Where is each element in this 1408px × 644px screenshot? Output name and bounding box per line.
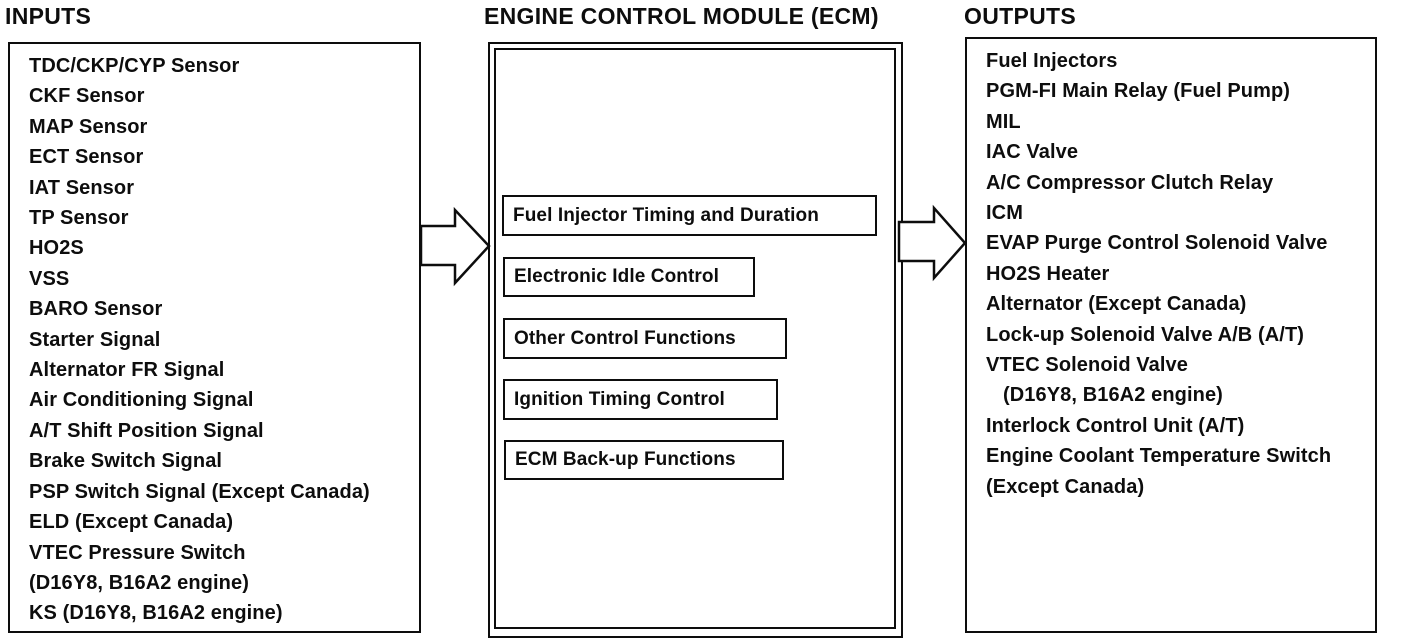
- list-item: VSS: [29, 267, 70, 290]
- list-item: HO2S Heater: [986, 262, 1110, 285]
- ecm-title: ENGINE CONTROL MODULE (ECM): [484, 3, 879, 29]
- list-item: A/T Shift Position Signal: [29, 419, 264, 442]
- list-item: MIL: [986, 110, 1021, 133]
- list-item: TP Sensor: [29, 207, 129, 230]
- list-item: ICM: [986, 202, 1023, 225]
- function-label: Other Control Functions: [514, 327, 736, 349]
- list-item: CKF Sensor: [29, 85, 145, 108]
- list-item: HO2S: [29, 237, 84, 260]
- list-item: ELD (Except Canada): [29, 511, 234, 534]
- list-item: ECT Sensor: [29, 146, 144, 169]
- list-item: VTEC Solenoid Valve: [986, 354, 1188, 377]
- list-item: Interlock Control Unit (A/T): [986, 414, 1245, 437]
- list-item: Lock-up Solenoid Valve A/B (A/T): [986, 323, 1305, 346]
- list-item: PSP Switch Signal (Except Canada): [29, 480, 370, 503]
- list-item: BARO Sensor: [29, 298, 163, 321]
- list-item: Engine Coolant Temperature Switch: [986, 445, 1332, 468]
- list-item: (Except Canada): [986, 475, 1145, 498]
- function-label: ECM Back-up Functions: [515, 449, 736, 470]
- inputs-title: INPUTS: [5, 3, 92, 29]
- list-item: Air Conditioning Signal: [29, 389, 254, 412]
- list-item: Starter Signal: [29, 328, 161, 351]
- list-item: Alternator (Except Canada): [986, 293, 1247, 316]
- list-item: IAC Valve: [986, 141, 1079, 164]
- function-label: Electronic Idle Control: [514, 266, 719, 287]
- list-item: A/C Compressor Clutch Relay: [986, 171, 1274, 194]
- list-item: VTEC Pressure Switch: [29, 541, 246, 564]
- function-label: Fuel Injector Timing and Duration: [513, 204, 819, 226]
- list-item: MAP Sensor: [29, 115, 148, 138]
- list-item: PGM-FI Main Relay (Fuel Pump): [986, 80, 1291, 103]
- list-item: Fuel Injectors: [986, 50, 1118, 72]
- list-item: (D16Y8, B16A2 engine): [29, 571, 249, 594]
- list-item: EVAP Purge Control Solenoid Valve: [986, 232, 1328, 255]
- function-box-ignition-timing-control: Ignition Timing Control: [503, 379, 778, 420]
- list-item: (D16Y8, B16A2 engine): [986, 384, 1223, 407]
- function-label: Ignition Timing Control: [514, 388, 725, 410]
- function-box-other-control-functions: Other Control Functions: [503, 318, 787, 359]
- list-item: Alternator FR Signal: [29, 359, 225, 382]
- ecm-to-outputs-arrow-icon: [897, 204, 967, 282]
- list-item: Brake Switch Signal: [29, 450, 223, 473]
- list-item: IAT Sensor: [29, 176, 135, 199]
- function-box-electronic-idle-control: Electronic Idle Control: [503, 257, 755, 297]
- function-box-fuel-injector-timing: Fuel Injector Timing and Duration: [502, 195, 877, 236]
- inputs-to-ecm-arrow-icon: [419, 206, 491, 287]
- function-box-ecm-backup-functions: ECM Back-up Functions: [504, 440, 784, 480]
- outputs-title: OUTPUTS: [964, 3, 1076, 29]
- list-item: TDC/CKP/CYP Sensor: [29, 55, 240, 77]
- list-item: KS (D16Y8, B16A2 engine): [29, 602, 283, 625]
